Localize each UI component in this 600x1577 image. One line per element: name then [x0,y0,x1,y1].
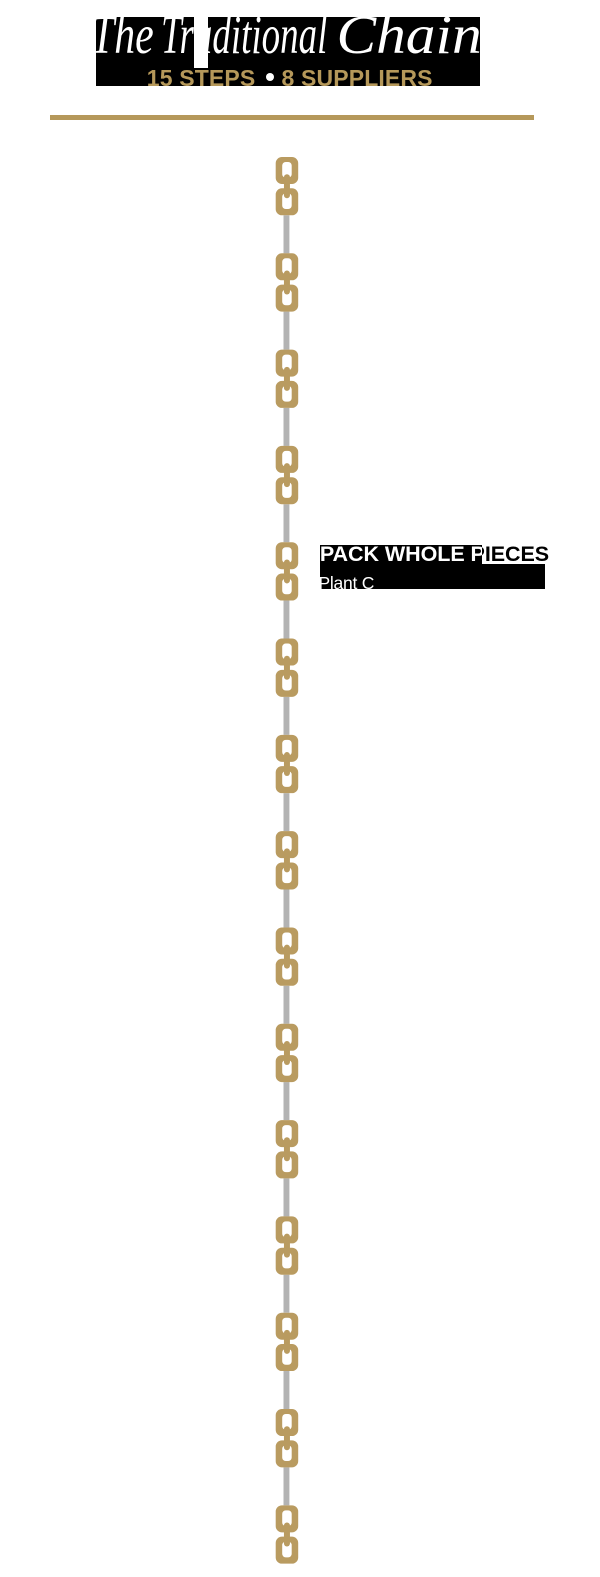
svg-text:The: The [91,4,154,66]
svg-text:Chain: Chain [337,5,481,66]
svg-text:Traditional: Traditional [161,5,327,66]
